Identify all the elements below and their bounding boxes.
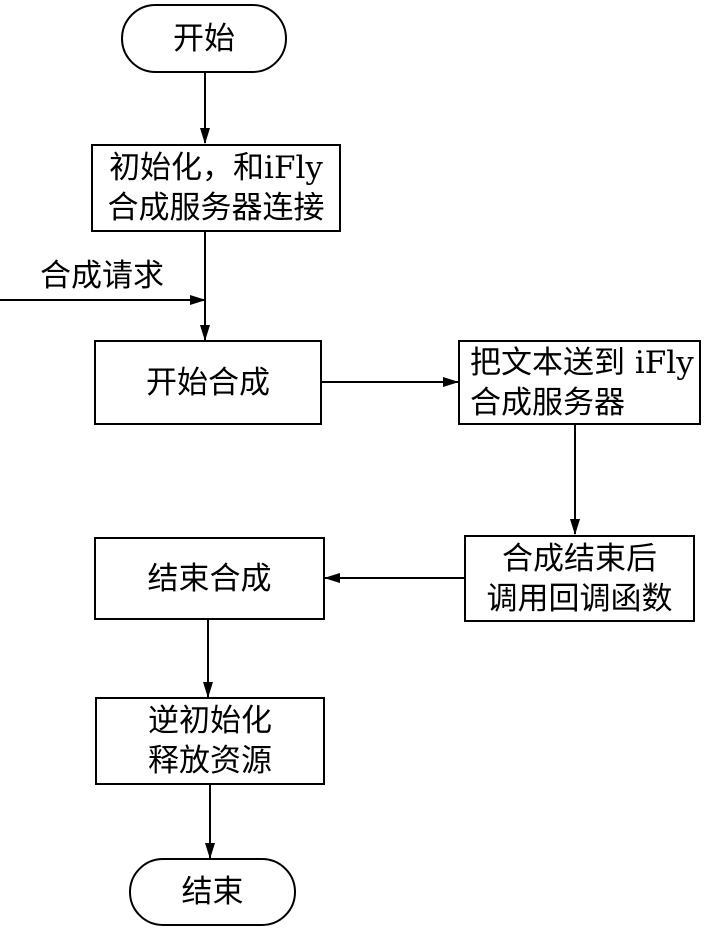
node-text-line: 结束合成 — [147, 560, 272, 597]
start-terminal: 开始 — [121, 4, 287, 73]
callback-box: 合成结束后调用回调函数 — [464, 535, 695, 622]
end-synthesis-box: 结束合成 — [94, 537, 325, 620]
node-text-line: 把文本送到 iFly — [470, 344, 694, 381]
synthesis-request-label: 合成请求 — [40, 258, 164, 294]
node-text-line: 初始化，和iFly — [109, 150, 323, 186]
node-text-line: 开始合成 — [146, 364, 270, 401]
init-connect-box: 初始化，和iFly 合成服务器连接 — [91, 144, 341, 232]
end-terminal: 结束 — [129, 858, 296, 926]
deinit-release-box: 逆初始化释放资源 — [95, 697, 325, 785]
node-text-line: 合成结束后 — [502, 540, 657, 577]
node-text-line: 合成服务器 — [470, 384, 625, 421]
node-text-line: 开始 — [173, 20, 235, 57]
begin-synthesis-box: 开始合成 — [94, 340, 322, 425]
node-text-line: 结束 — [181, 874, 244, 910]
node-text-line: 合成服务器连接 — [107, 190, 325, 226]
node-text-line: 释放资源 — [148, 743, 272, 779]
node-text-line: 逆初始化 — [148, 703, 272, 739]
node-text-line: 调用回调函数 — [486, 580, 673, 617]
